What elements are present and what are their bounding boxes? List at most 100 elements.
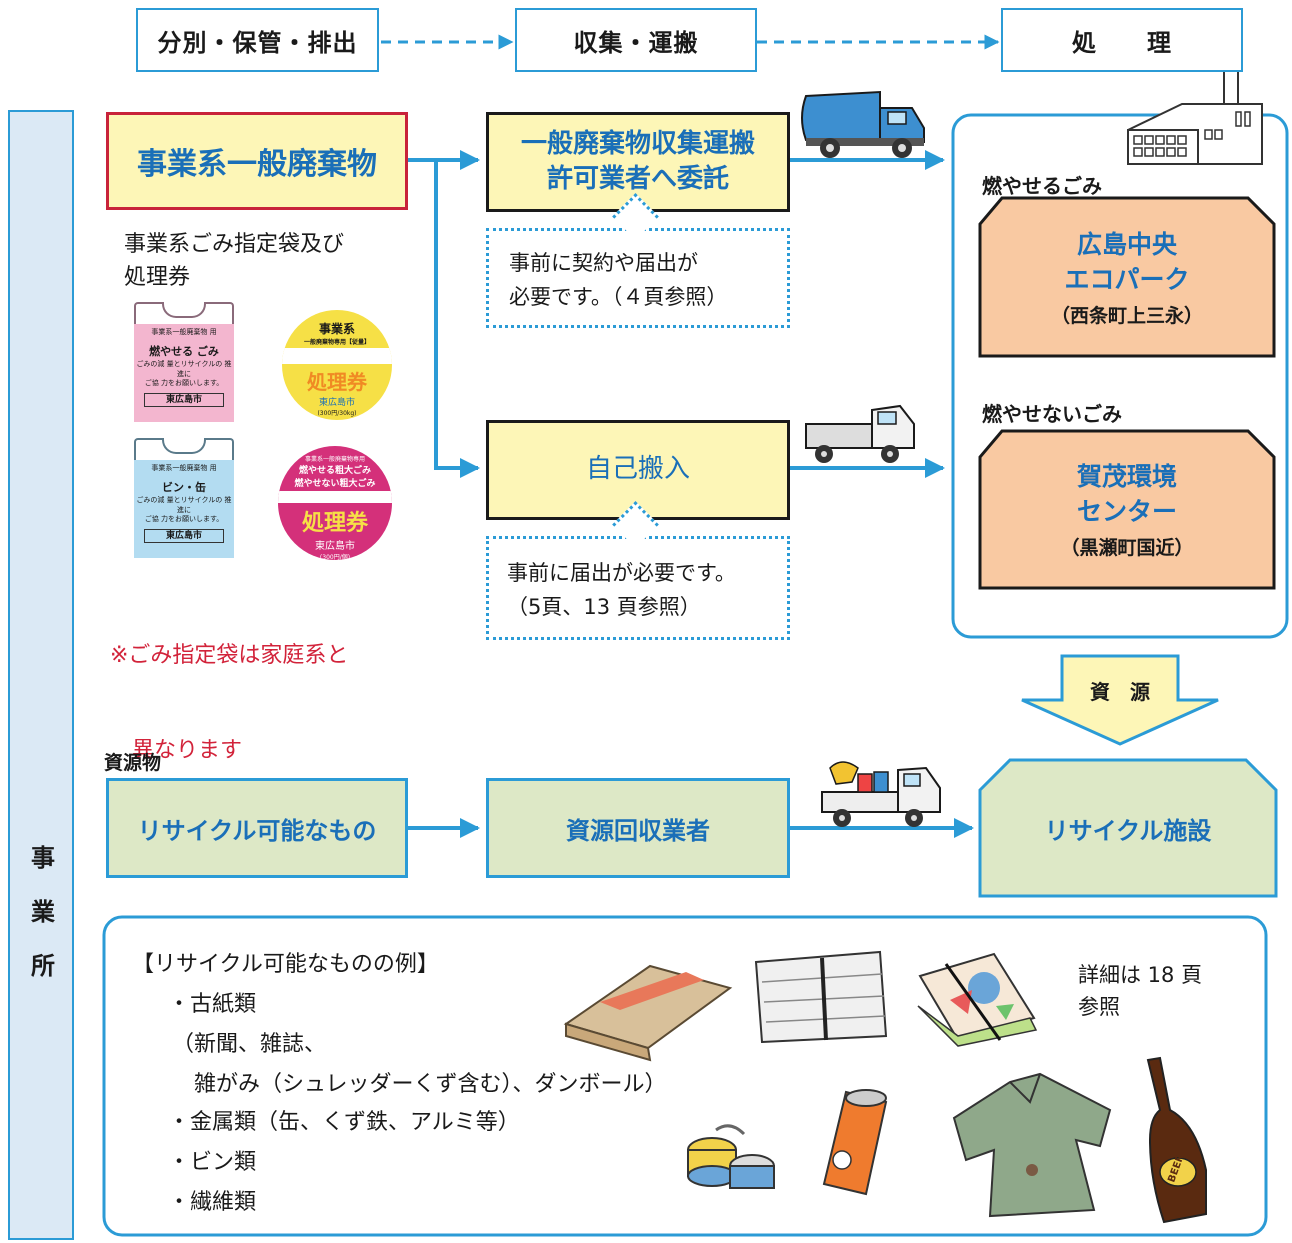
ticket1-sub: 一般廃棄物専用【従量】 (303, 339, 370, 346)
business-general-waste-box: 事業系一般廃棄物 (106, 112, 408, 210)
pink-bag-note-1: ごみの減 量とリサイクルの 推進に (136, 360, 232, 378)
stage-processing-label: 処 理 (1072, 28, 1172, 57)
ticket1-price: (300円/30kg) (317, 410, 357, 417)
self-delivery-notice: 事前に届出が必要です。 （5頁、13 頁参照） (486, 536, 790, 640)
examples-title: 【リサイクル可能なものの例】 (132, 952, 439, 977)
ticket1-city: 東広島市 (318, 398, 355, 408)
blue-bag-city: 東広島市 (144, 528, 224, 543)
resource-arrow-label: 資 源 (1090, 680, 1150, 704)
burnable-facility-name-1: 広島中央 (1076, 229, 1177, 259)
business-general-waste-title: 事業系一般廃棄物 (137, 147, 377, 182)
bags-caption: 事業系ごみ指定袋及び 処理券 (124, 228, 344, 294)
garbage-truck-icon (801, 90, 925, 158)
burnable-facility-location: （西条町上三永） (1050, 304, 1203, 327)
blue-bottle-can-bag: 事業系一般廃棄物 用 ビン・缶 ごみの減 量とリサイクルの 推進に ご協 力をお… (134, 438, 234, 558)
pink-bag-body: 事業系一般廃棄物 用 燃やせる ごみ ごみの減 量とリサイクルの 推進に ご協 … (134, 324, 234, 422)
nonburnable-facility-shape (978, 429, 1276, 590)
side-char-1: 事 (31, 844, 55, 872)
licensed-hauler-line-2: 許可業者へ委託 (546, 164, 729, 194)
resource-collector-box: 資源回収業者 (486, 778, 790, 878)
licensed-hauler-line-1: 一般廃棄物収集運搬 (520, 128, 755, 159)
nonburnable-facility-name-1: 賀茂環境 (1076, 462, 1177, 491)
bag-warning-line-1: ※ごみ指定袋は家庭系と (110, 642, 349, 668)
burnable-facility-shape (978, 196, 1276, 358)
resource-arrow-shape (1021, 654, 1219, 746)
ticket1-main: 処理券 (307, 370, 367, 394)
example-paper-detail-1: （新聞、雑誌、 (172, 1032, 327, 1057)
nonburnable-label: 燃やせないごみ (982, 402, 1122, 426)
ticket1-top: 事業系 (318, 322, 355, 336)
bag-warning: ※ごみ指定袋は家庭系と 異なります (110, 576, 348, 799)
self-delivery-notice-line-2: （5頁、13 頁参照） (507, 594, 701, 619)
blue-bag-body: 事業系一般廃棄物 用 ビン・缶 ごみの減 量とリサイクルの 推進に ご協 力をお… (134, 460, 234, 558)
example-paper: ・古紙類 (168, 992, 257, 1017)
example-metal: ・金属類（缶、くず鉄、アルミ等） (168, 1110, 520, 1135)
blue-bag-handle-gap (162, 438, 206, 454)
recycle-facility-label: リサイクル施設 (1044, 816, 1212, 845)
ticket2-band (278, 491, 392, 503)
examples-detail-line-1: 詳細は 18 頁 (1078, 963, 1203, 987)
resource-collector-label: 資源回収業者 (566, 816, 710, 845)
recyclable-items-box: リサイクル可能なもの (106, 778, 408, 878)
pink-bag-note-2: ご協 力をお願いします。 (144, 379, 224, 388)
recyclable-items-label: リサイクル可能なもの (137, 816, 377, 845)
stage-sort-label: 分別・保管・排出 (157, 28, 358, 57)
example-paper-detail-2: 雑がみ（シュレッダーくず含む）、ダンボール） (172, 1072, 667, 1097)
resource-section-label: 資源物 (104, 752, 162, 774)
nonburnable-facility: 賀茂環境 センター （黒瀬町国近） (980, 431, 1274, 588)
ticket2-line-3: 燃やせない粗大ごみ (294, 479, 376, 489)
example-bottle: ・ビン類 (168, 1150, 257, 1175)
stage-collection-label: 収集・運搬 (573, 28, 699, 57)
newspaper-bundle-icon (754, 950, 888, 1044)
stage-processing: 処 理 (1001, 8, 1243, 72)
pink-bag-city: 東広島市 (144, 392, 224, 407)
ticket2-line-1: 事業系一般廃棄物専用 (304, 456, 365, 463)
processing-ticket-weight: 事業系 一般廃棄物専用【従量】 処理券 東広島市 (300円/30kg) (282, 310, 392, 420)
bags-caption-line-1: 事業系ごみ指定袋及び (124, 232, 345, 257)
burnable-facility-name-2: エコパーク (1064, 264, 1190, 294)
pink-bag-handle-gap (162, 302, 206, 318)
pink-bag-name: 燃やせる ごみ (149, 345, 219, 359)
ticket2-line-2: 燃やせる粗大ごみ (298, 466, 371, 476)
self-delivery-label: 自己搬入 (585, 454, 690, 485)
ticket2-city: 東広島市 (315, 541, 355, 552)
side-char-2: 業 (31, 898, 55, 926)
spray-can-icon (822, 1089, 888, 1196)
stage-sort-store-discharge: 分別・保管・排出 (136, 8, 379, 72)
recycle-facility: リサイクル施設 (980, 760, 1276, 896)
business-side-bar: 事 業 所 (8, 110, 74, 1240)
recycle-truck-icon (821, 761, 941, 827)
examples-detail-reference: 詳細は 18 頁 参照 (1078, 960, 1202, 1023)
examples-detail-line-2: 参照 (1078, 994, 1120, 1019)
magazine-bundle-icon (917, 952, 1038, 1047)
processing-ticket-bulky: 事業系一般廃棄物専用 燃やせる粗大ごみ 燃やせない粗大ごみ 処理券 東広島市 (… (278, 446, 392, 560)
burnable-facility: 広島中央 エコパーク （西条町上三永） (980, 198, 1274, 356)
blue-bag-note-1: ごみの減 量とリサイクルの 推進に (136, 496, 232, 514)
licensed-hauler-box: 一般廃棄物収集運搬 許可業者へ委託 (486, 112, 790, 212)
beer-bottle-icon (1146, 1056, 1207, 1224)
contract-notice-line-2: 必要です。（４頁参照） (509, 284, 728, 309)
stage-collection-transport: 収集・運搬 (515, 8, 757, 72)
nonburnable-facility-location: （黒瀬町国近） (1060, 537, 1194, 559)
bags-caption-line-2: 処理券 (124, 265, 191, 290)
blue-bag-note-2: ご協 力をお願いします。 (144, 515, 224, 524)
cardboard-icon (563, 964, 733, 1062)
blue-bag-top-text: 事業系一般廃棄物 用 (151, 464, 217, 472)
side-char-3: 所 (31, 952, 55, 980)
contract-notice-line-1: 事前に契約や届出が (509, 251, 698, 275)
pink-bag-top-text: 事業系一般廃棄物 用 (151, 328, 217, 336)
self-delivery-notice-line-1: 事前に届出が必要です。 (507, 561, 736, 585)
bag-warning-line-2: 異なります (110, 738, 243, 764)
ticket1-band (282, 348, 392, 364)
pink-burnable-bag: 事業系一般廃棄物 用 燃やせる ごみ ごみの減 量とリサイクルの 推進に ご協 … (134, 302, 234, 422)
shirt-icon (952, 1072, 1112, 1218)
blue-bag-name: ビン・缶 (162, 481, 206, 495)
flow-branch-to-self (434, 160, 480, 478)
recycle-facility-shape (978, 758, 1278, 898)
example-fiber: ・繊維類 (168, 1190, 257, 1215)
pickup-truck-icon (805, 404, 915, 463)
ticket2-price: (300円/個) (319, 554, 351, 560)
nonburnable-facility-name-2: センター (1076, 497, 1177, 526)
contract-notice: 事前に契約や届出が 必要です。（４頁参照） (486, 228, 790, 328)
